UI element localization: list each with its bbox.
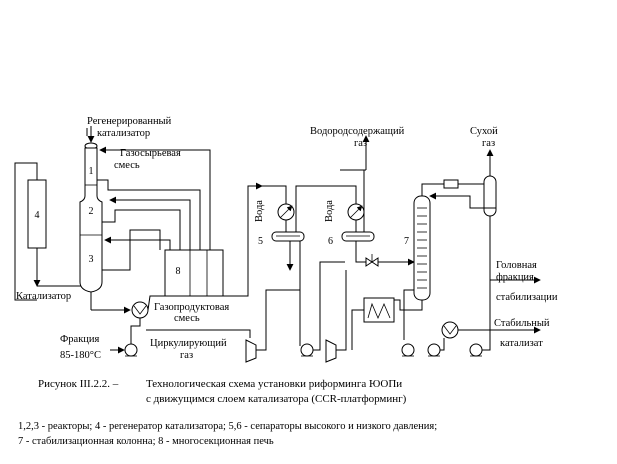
circulating-gas-compressor (245, 339, 257, 363)
stabilization-column (413, 195, 431, 301)
separator-5-pump (300, 343, 314, 357)
feed-pump (124, 343, 138, 357)
legend-line-1: 1,2,3 - реакторы; 4 - регенератор катали… (18, 421, 437, 432)
regenerator-number: 4 (35, 210, 40, 221)
compressor-recycle-line (256, 289, 300, 351)
head-fraction-label-3: стабилизации (496, 292, 558, 303)
head-fraction-label-2: фракция (496, 272, 534, 283)
legend-line-2: 7 - стабилизационная колонна; 8 - многос… (18, 436, 274, 447)
gas-product-label-2: смесь (174, 313, 200, 324)
multisection-furnace: 8 (164, 249, 224, 297)
column-reflux-pump (427, 343, 441, 357)
r3-to-furnace-line (102, 229, 161, 271)
catalyst-regenerator: 4 (27, 179, 47, 249)
fraction-label-2: 85-180°С (60, 350, 101, 361)
figure-caption-line-2: с движущимся слоем катализатора (CCR-пла… (146, 393, 407, 405)
regenerator-loop-line (14, 162, 38, 301)
regenerated-catalyst-label-1: Регенерированный (87, 116, 172, 127)
column-number: 7 (404, 236, 409, 247)
hydrogen-gas-label-2: газ (354, 138, 367, 149)
exchanger-to-cooler5-line (147, 182, 263, 311)
feed-to-exchanger-line (130, 318, 141, 344)
figure-caption-line-1: Технологическая схема установки риформин… (146, 378, 402, 390)
figure-caption-prefix: Рисунок III.2.2. – (38, 378, 119, 390)
air-cooler-6 (347, 203, 365, 221)
circulating-gas-label-1: Циркулирующий (150, 338, 227, 349)
gas-feed-label-1: Газосырьевая (120, 148, 181, 159)
feed-heat-exchanger (131, 301, 149, 319)
reflux-pump (469, 343, 483, 357)
regenerated-catalyst-label-2: катализатор (97, 128, 150, 139)
gas-feed-label-2: смесь (114, 160, 140, 171)
dry-gas-label-1: Сухой (470, 126, 498, 137)
control-valve (365, 254, 379, 267)
hydrogen-compressor (325, 339, 337, 363)
water-label-1: Вода (254, 200, 265, 222)
column-condenser (443, 179, 459, 189)
reactor-2-number: 2 (89, 206, 94, 217)
fraction-label-1: Фракция (60, 334, 100, 345)
separator-5-number: 5 (258, 236, 263, 247)
water-label-2: Вода (324, 200, 335, 222)
stable-catalyzate-label-1: Стабильный (494, 318, 550, 329)
separator-6-number: 6 (328, 236, 333, 247)
gas-product-label-1: Газопродуктовая (154, 302, 229, 313)
product-heat-exchanger (441, 321, 459, 339)
reboiler-furnace (363, 297, 395, 323)
reactor-1-number: 1 (89, 166, 94, 177)
catalyst-out-label: Катализатор (16, 291, 71, 302)
furnace-number: 8 (176, 266, 181, 277)
reactor-3-number: 3 (89, 254, 94, 265)
circulating-gas-label-2: газ (180, 350, 193, 361)
head-fraction-label-1: Головная (496, 260, 537, 271)
furnace-to-r3-line (104, 236, 171, 250)
hydrogen-gas-label-1: Водородсодержащий (310, 126, 405, 137)
furnace-to-r2-line (109, 196, 191, 250)
air-cooler-5 (277, 203, 295, 221)
separator-6 (341, 231, 375, 242)
gas-feed-line (99, 146, 211, 182)
column-bottom-pump (401, 343, 415, 357)
reflux-drum (483, 175, 497, 217)
reactor-stack: 1 2 3 (79, 142, 103, 300)
separator-5 (271, 231, 305, 242)
stable-catalyzate-label-2: катализат (500, 338, 543, 349)
dry-gas-label-2: газ (482, 138, 495, 149)
r2-to-furnace-line (102, 209, 181, 250)
r1-to-furnace-line (97, 179, 201, 250)
